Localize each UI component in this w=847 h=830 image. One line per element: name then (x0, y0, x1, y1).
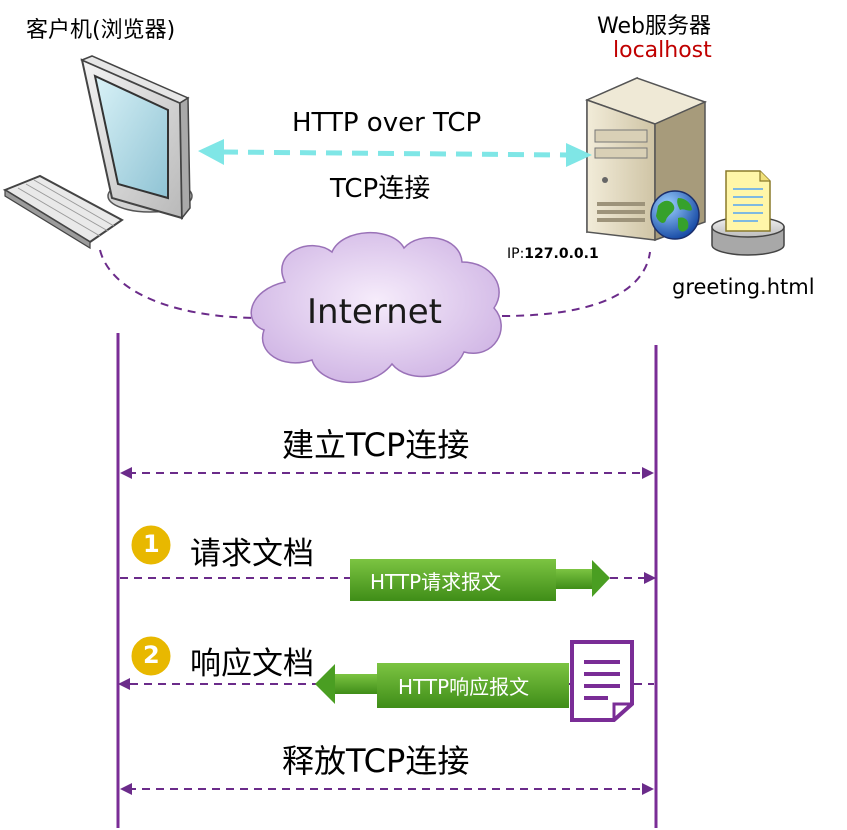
release-label: 释放TCP连接 (282, 742, 470, 780)
response-label: 响应文档 (190, 646, 314, 682)
link-protocol-label: HTTP over TCP (292, 108, 482, 138)
connect-label: 建立TCP连接 (282, 426, 470, 464)
server-network-link (501, 251, 651, 317)
ip-address: 127.0.0.1 (524, 246, 599, 262)
step-number-2: 2 (143, 641, 160, 669)
server-host: localhost (613, 38, 712, 63)
internet-cloud (250, 231, 502, 384)
internet-label: Internet (307, 292, 443, 332)
client-label: 客户机(浏览器) (26, 18, 176, 43)
file-name: greeting.html (672, 275, 815, 299)
server-ip: IP:127.0.0.1 (507, 246, 599, 262)
request-label: 请求文档 (190, 536, 314, 572)
response-message-label: HTTP响应报文 (398, 675, 530, 699)
request-message-label: HTTP请求报文 (370, 570, 502, 594)
html-file-icon (711, 170, 785, 256)
step-number-1: 1 (143, 530, 160, 558)
desktop-computer-icon (2, 55, 193, 250)
ip-prefix: IP: (507, 246, 525, 262)
globe-icon (650, 190, 700, 240)
request-message-arrow (350, 559, 610, 601)
connect-arrow (120, 467, 654, 479)
response-message-arrow (315, 663, 569, 708)
client-network-link (99, 249, 263, 319)
step-badge-2 (128, 633, 174, 679)
release-arrow (120, 783, 654, 795)
http-link-arrow (198, 139, 592, 167)
server-label: Web服务器 (597, 14, 711, 39)
document-icon (570, 640, 634, 722)
link-connection-label: TCP连接 (330, 174, 431, 204)
step-badge-1 (128, 522, 174, 568)
